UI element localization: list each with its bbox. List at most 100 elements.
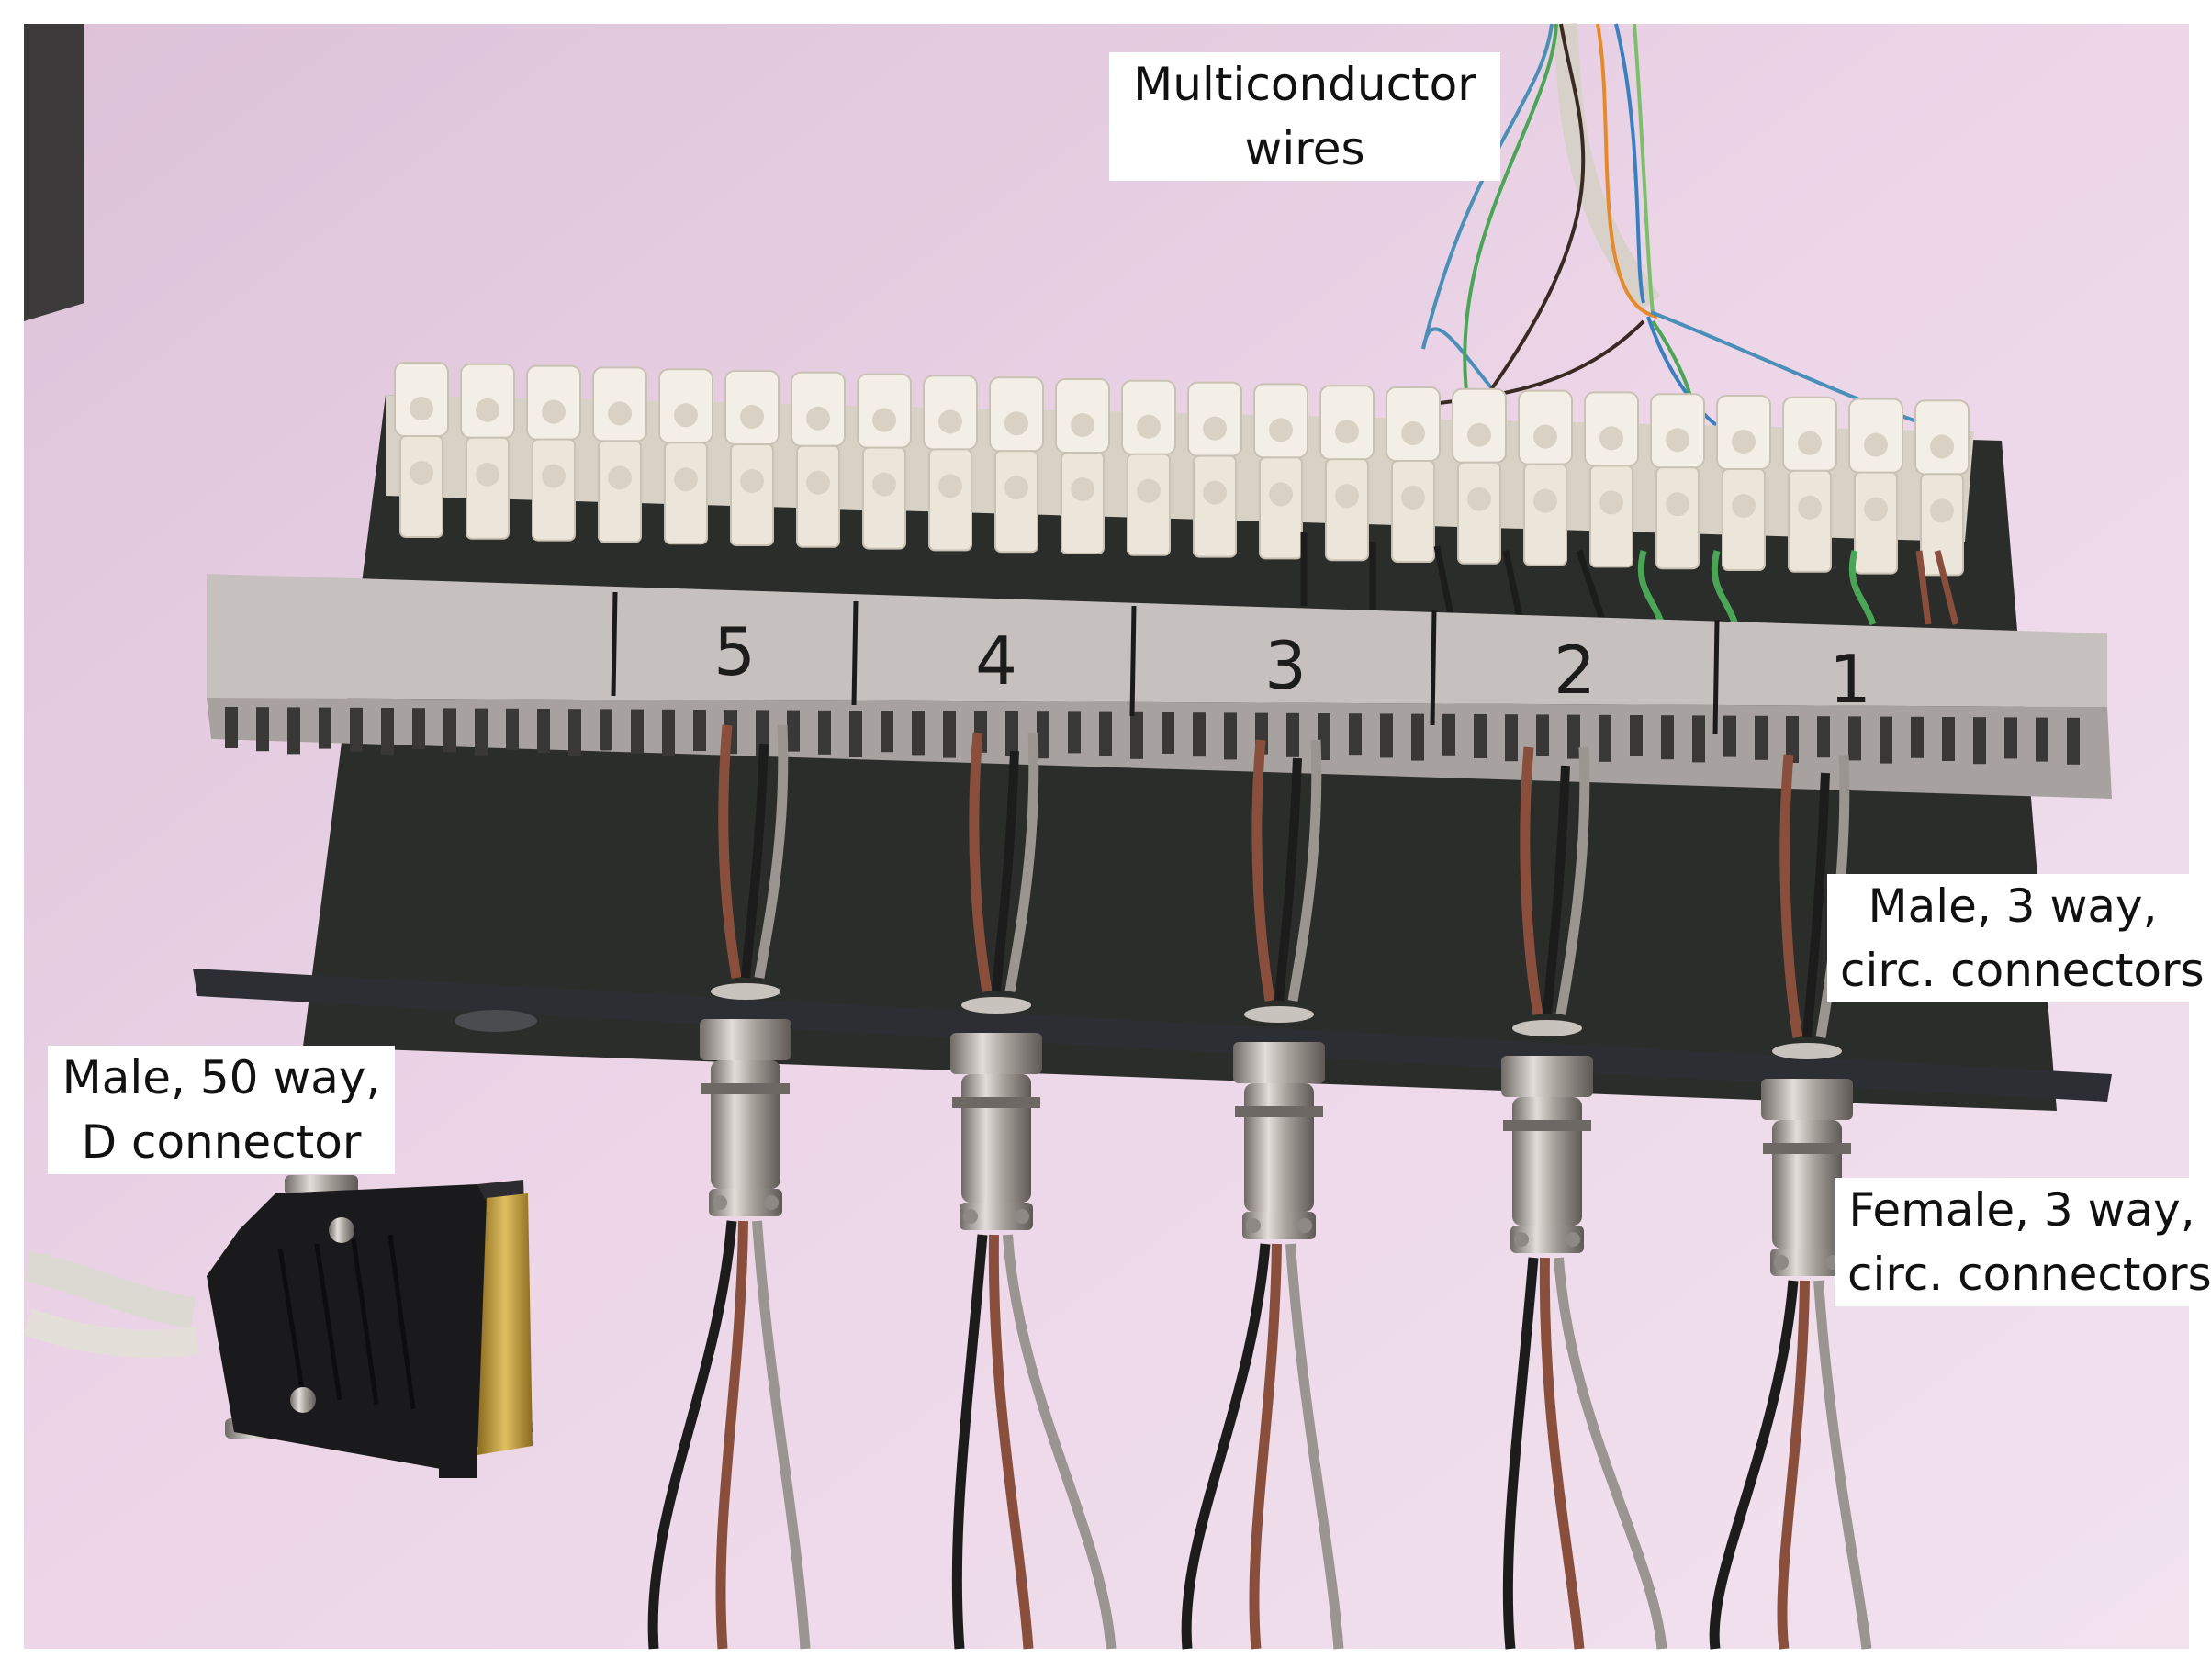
terminal-block — [1848, 398, 1903, 575]
terminal-block — [724, 370, 780, 546]
trunking-slot — [1786, 716, 1799, 763]
trunking-slot — [1692, 715, 1705, 763]
wire-black — [951, 1234, 988, 1650]
connector-body — [1772, 1120, 1842, 1249]
connector-nut — [1761, 1079, 1853, 1120]
circular-connector — [1761, 1043, 1853, 1276]
wire-grey — [1004, 732, 1039, 992]
terminal-screw — [1269, 482, 1293, 507]
terminal-block — [1782, 396, 1837, 573]
terminal-screw — [872, 472, 896, 497]
terminal-block — [658, 368, 713, 545]
circular-connector — [1233, 1006, 1325, 1239]
dark-corner — [24, 24, 84, 321]
channel-wires-lower — [647, 1220, 1872, 1650]
trunking-slot — [475, 708, 488, 756]
terminal-screw — [542, 399, 566, 424]
terminal-screw — [410, 397, 433, 420]
terminal-screw — [806, 406, 830, 431]
trunking-slot — [818, 710, 831, 755]
trunking-slot — [631, 709, 644, 754]
callout-line: Male, 50 way, — [62, 1051, 381, 1104]
wire-grey — [752, 1220, 811, 1650]
female-connector-clamp — [709, 1189, 782, 1216]
callout-line: wires — [1244, 122, 1365, 175]
trunking-slot — [1037, 711, 1049, 759]
terminal-block — [1319, 385, 1375, 562]
trunking-slot — [1848, 716, 1861, 761]
terminal-screw — [1203, 416, 1227, 441]
wire-grey — [1003, 1234, 1117, 1650]
terminal-screw — [1732, 430, 1756, 454]
channel-label: 2 — [1554, 632, 1596, 709]
terminal-screw — [608, 401, 632, 426]
female-connector-clamp — [1770, 1249, 1844, 1276]
trunking-slot — [787, 710, 800, 752]
callout-line: Multiconductor — [1133, 58, 1476, 111]
wire-grey — [1554, 1257, 1667, 1650]
terminal-block — [989, 376, 1044, 554]
terminal-block — [1253, 383, 1308, 560]
trunking-slot — [1567, 714, 1580, 759]
trunking-slot — [1630, 715, 1643, 756]
clamp-screw — [1566, 1232, 1580, 1247]
trunking-slot — [568, 709, 581, 756]
terminal-block — [1055, 378, 1110, 554]
channel-wires-upper — [718, 724, 1850, 1038]
trunking-slot — [381, 708, 394, 755]
wire-brown — [988, 1234, 1034, 1650]
circular-connectors — [700, 983, 1853, 1276]
trunking-slot — [662, 709, 675, 756]
terminal-screw — [410, 461, 433, 485]
terminal-screw — [1798, 431, 1822, 455]
wire-brown — [1777, 1280, 1810, 1650]
trunking-dividers — [611, 591, 1720, 735]
connector-nut — [950, 1033, 1042, 1074]
trunking-slot — [256, 707, 269, 752]
trunking-slot — [1911, 716, 1924, 758]
terminal-screw — [1137, 414, 1161, 439]
wire-grey — [1813, 1280, 1872, 1650]
terminal-block — [791, 371, 846, 548]
terminal-screw — [476, 398, 499, 422]
terminal-block — [1914, 399, 1970, 577]
wire-black — [1802, 772, 1830, 1038]
wire-grey — [1287, 739, 1322, 1002]
trunking-slot — [1224, 712, 1237, 760]
callout-line: D connector — [81, 1115, 362, 1169]
terminal-block — [460, 363, 515, 540]
terminal-screw — [872, 408, 896, 432]
female-connector-clamp — [1242, 1212, 1316, 1239]
callout-line: circ. connectors — [1847, 1248, 2211, 1301]
connector-body — [961, 1074, 1031, 1203]
trunking-slot — [1505, 714, 1518, 762]
connector-nut — [700, 1019, 791, 1060]
circular-connector — [950, 997, 1042, 1230]
trunking-slot — [506, 708, 519, 750]
terminal-block — [923, 375, 978, 552]
trunking-slot — [943, 711, 956, 758]
trunking-slot — [1068, 711, 1081, 754]
trunking-slot — [1099, 711, 1112, 756]
terminal-screw — [674, 403, 698, 428]
wire-brown — [1520, 746, 1543, 1015]
trunking-slot — [443, 708, 456, 753]
male-connector-flange — [1772, 1043, 1842, 1059]
channel-label: 3 — [1264, 627, 1307, 704]
wire-brown — [969, 732, 993, 992]
wire-black — [1274, 757, 1302, 1002]
connector-nut — [1501, 1056, 1593, 1097]
trunking-slot — [1380, 713, 1393, 758]
channel-label: 4 — [975, 622, 1017, 700]
terminal-block-strip — [386, 362, 1974, 577]
clamp-screw — [1774, 1255, 1789, 1270]
wire-grey — [1285, 1243, 1344, 1650]
female-connector-clamp — [1510, 1226, 1584, 1253]
trunking-slot — [537, 709, 550, 753]
d-connector — [23, 1175, 533, 1478]
trunking-slot — [693, 710, 706, 751]
wire-black — [1709, 1280, 1799, 1650]
wire-brown — [1539, 1257, 1585, 1650]
